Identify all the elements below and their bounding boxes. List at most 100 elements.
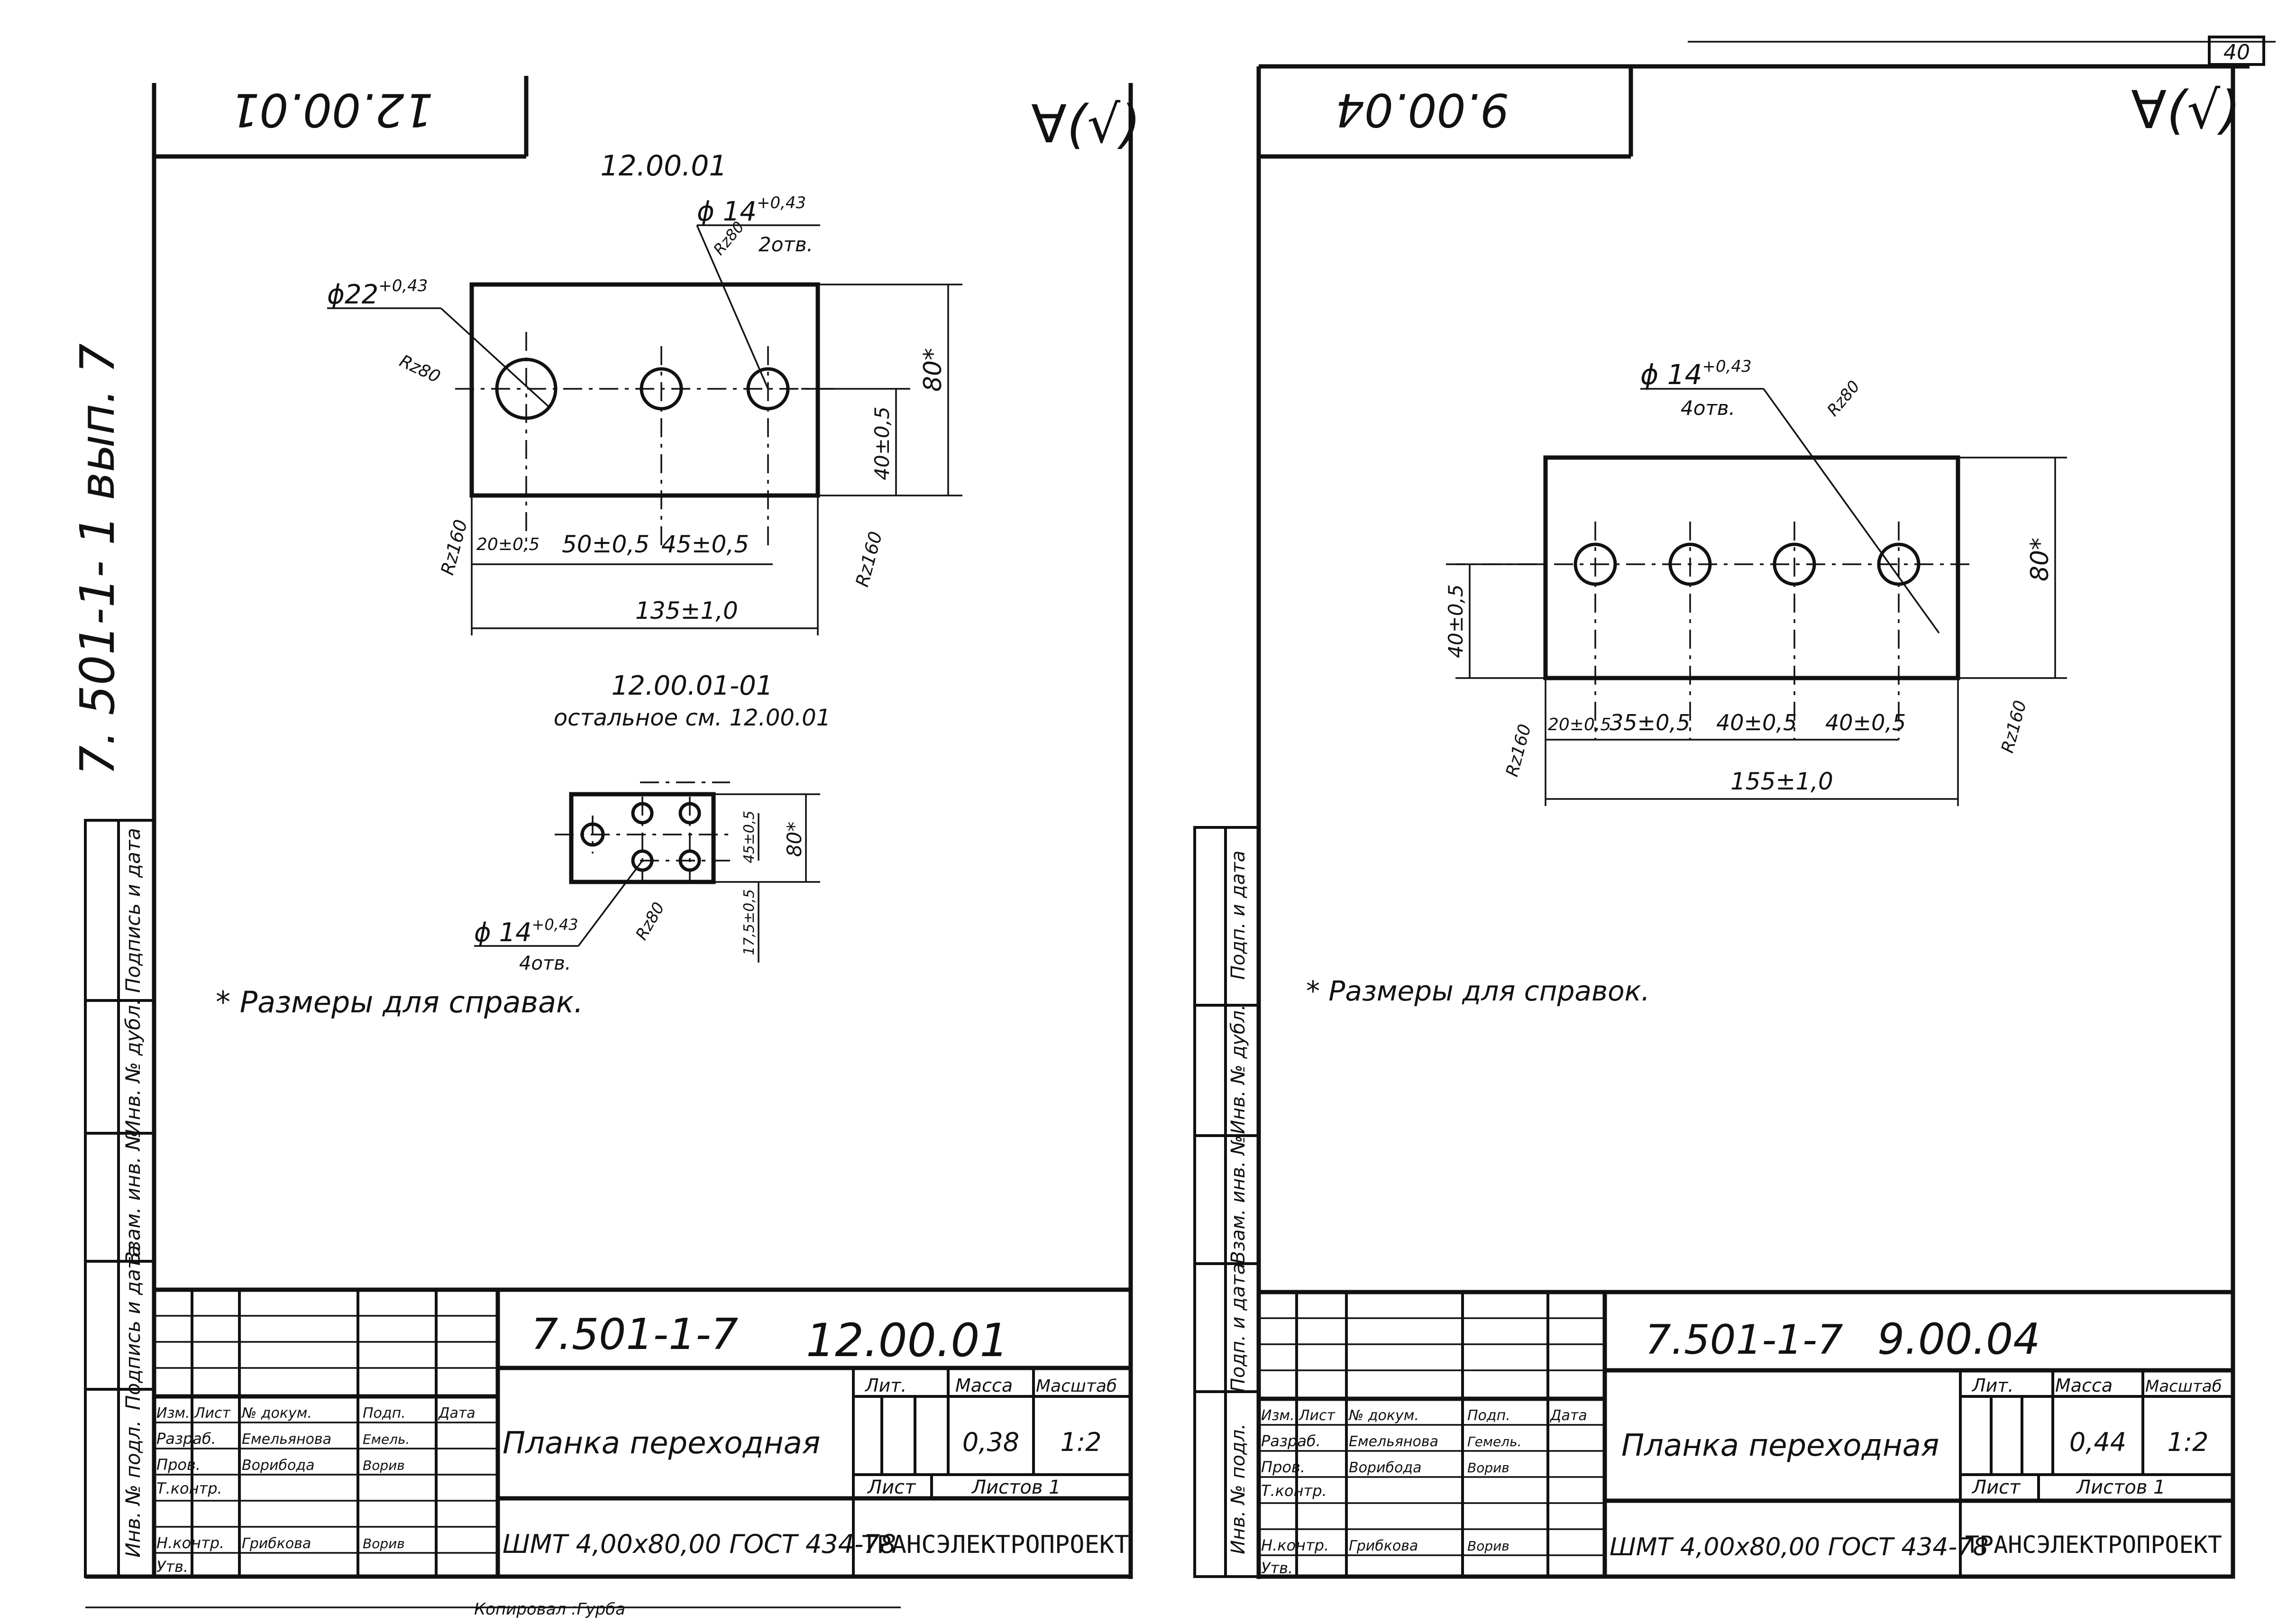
left-tb-col-sign: Подп. <box>363 1405 406 1422</box>
left-part-a-title: 12.00.01 <box>600 149 727 183</box>
page-number-box: 40 <box>1688 36 2276 66</box>
right-part: ϕ 14+0,43 4отв. Rz80 80* 40±0,5 20±0,5 3… <box>1444 357 2067 806</box>
left-part-b-hole-3 <box>631 849 654 872</box>
left-part-a-rz-right: Rz160 <box>851 529 886 589</box>
right-part-dim-x4: 40±0,5 <box>1825 710 1906 735</box>
right-tb-sign-4: Ворив <box>1467 1538 1509 1554</box>
right-tb-sign-1: Ворив <box>1467 1460 1509 1476</box>
right-part-plate <box>1543 455 1960 680</box>
right-part-hole-0 <box>1573 542 1617 586</box>
left-tb-designation: 7.501-1-7 <box>531 1310 738 1359</box>
left-part-a-small-count: 2отв. <box>759 233 813 256</box>
left-part-a: 12.00.01 ϕ22+0,43 Rz80 ϕ 14+0,43 2отв. R… <box>327 149 962 635</box>
left-tb-sheets-label: Листов 1 <box>971 1477 1061 1498</box>
left-tb-mass-label: Масса <box>955 1375 1013 1396</box>
left-title-block: Изм. Лист № докум. Подп. Дата Разраб. Пр… <box>152 1287 1133 1579</box>
right-tb-name-4: Грибкова <box>1349 1538 1418 1554</box>
left-tb-role-5: Утв. <box>156 1558 188 1576</box>
left-tb-sheet-label: Лист <box>867 1477 916 1498</box>
left-part-b-inner2: 17,5±0,5 <box>741 889 758 955</box>
left-part-b: 12.00.01-01 остальное см. 12.00.01 80* 4… <box>474 670 831 974</box>
left-tb-role-0: Разраб. <box>156 1430 216 1448</box>
left-tb-scale-label: Масштаб <box>1036 1376 1117 1396</box>
left-tb-material: ШМТ 4,00х80,00 ГОСТ 434-78 <box>503 1529 896 1559</box>
right-title-block: Изм. Лист № докум. Подп. Дата Разраб. Пр… <box>1256 1290 2235 1579</box>
left-side-stamp: Инв. № подл. Подпись и дата Взам. инв. №… <box>84 819 156 1578</box>
right-sheet: 9.00.04 ∀(√) Инв. № подл. Подп. и дата В… <box>1193 64 2250 1579</box>
left-side-label-2: Взам. инв. № <box>121 1129 145 1265</box>
right-tb-name-1: Ворибода <box>1349 1459 1421 1476</box>
left-tb-role-4: Н.контр. <box>156 1534 224 1552</box>
left-tb-sign-4: Ворив <box>363 1536 405 1551</box>
left-sheet: 12.00.01 ∀(√) 7. 501-1- 1 вып. 7 Инв. № … <box>70 76 1141 1619</box>
left-tb-name-1: Ворибода <box>242 1457 314 1474</box>
left-part-a-small-dia: ϕ 14+0,43 <box>697 193 806 227</box>
right-tb-sheets-label: Листов 1 <box>2076 1477 2166 1498</box>
right-part-hole-1 <box>1668 542 1712 586</box>
left-part-b-height: 80* <box>783 822 806 857</box>
left-tb-col-list: Лист <box>194 1405 231 1422</box>
left-part-b-subtitle: остальное см. 12.00.01 <box>554 705 831 731</box>
right-tb-col-list: Лист <box>1299 1407 1336 1424</box>
left-part-a-plate <box>469 282 820 498</box>
left-part-a-dim-x1: 20±0,5 <box>476 535 540 554</box>
left-side-label-3: Инв. № дубл. <box>121 999 145 1135</box>
left-tb-col-doc: № докум. <box>241 1405 312 1422</box>
right-part-dim-x1: 20±0,5 <box>1548 715 1611 734</box>
right-tb-col-date: Дата <box>1549 1407 1587 1424</box>
right-part-hole-height: 40±0,5 <box>1444 584 1467 658</box>
left-series-label: 7. 501-1- 1 вып. 7 <box>70 343 125 776</box>
right-tb-lit-label: Лит. <box>1971 1375 2014 1396</box>
left-tb-role-2: Т.контр. <box>156 1479 222 1497</box>
right-part-hole-3 <box>1877 542 1921 586</box>
page-number: 40 <box>2223 40 2250 64</box>
left-copied-by: Копировал :Гурба <box>474 1600 625 1619</box>
right-tb-col-izm: Изм. <box>1261 1407 1295 1424</box>
left-part-a-rz-left: Rz160 <box>437 517 471 577</box>
left-roughness-mark: ∀(√) <box>1031 94 1141 155</box>
right-tb-sheet-label: Лист <box>1971 1477 2021 1498</box>
left-tb-code: 12.00.01 <box>806 1314 1009 1367</box>
left-part-b-title: 12.00.01-01 <box>612 670 773 701</box>
left-part-a-height: 80* <box>919 348 947 392</box>
left-part-a-hole-large <box>495 358 558 420</box>
left-part-b-hole-2 <box>678 802 701 825</box>
left-part-b-hole-0 <box>580 822 605 847</box>
left-part-a-hole-2 <box>746 367 790 411</box>
left-side-label-1: Подпись и дата <box>121 1245 145 1410</box>
right-part-height: 80* <box>2026 538 2054 581</box>
left-tb-scale: 1:2 <box>1061 1427 1102 1457</box>
left-part-a-dim-x3: 45±0,5 <box>661 531 749 558</box>
left-tb-sign-0: Емель. <box>363 1431 410 1447</box>
right-side-stamp: Инв. № подл. Подп. и дата Взам. инв. № И… <box>1193 826 1260 1578</box>
left-part-b-inner1: 45±0,5 <box>741 810 758 863</box>
left-side-label-0: Инв. № подл. <box>121 1420 145 1558</box>
right-tb-role-5: Утв. <box>1261 1559 1293 1577</box>
left-part-b-hole-rz: Rz80 <box>632 899 668 943</box>
left-part-b-hole-count: 4отв. <box>519 953 571 974</box>
right-part-dim-x2: 35±0,5 <box>1610 710 1690 735</box>
left-part-b-hole-4 <box>678 849 701 872</box>
right-part-rz-right: Rz160 <box>1998 698 2031 755</box>
right-tb-sign-0: Гемель. <box>1467 1434 1521 1450</box>
right-part-dim-total: 155±1,0 <box>1730 768 1833 795</box>
right-tb-role-2: Т.контр. <box>1261 1482 1327 1500</box>
left-part-b-hole-1 <box>631 802 654 825</box>
right-tb-material: ШМТ 4,00х80,00 ГОСТ 434-78 <box>1610 1533 1988 1561</box>
right-tb-name-0: Емельянова <box>1349 1433 1438 1450</box>
right-roughness-mark: ∀(√) <box>2131 80 2241 140</box>
right-tb-scale-label: Масштаб <box>2145 1377 2222 1396</box>
left-part-a-large-dia: ϕ22+0,43 <box>327 276 428 310</box>
right-side-label-2: Взам. инв. № <box>1227 1135 1249 1264</box>
right-part-hole-rz: Rz80 <box>1823 377 1864 420</box>
right-part-rz-left: Rz160 <box>1502 722 1535 779</box>
left-tb-mass: 0,38 <box>962 1427 1019 1457</box>
left-tb-col-izm: Изм. <box>156 1405 190 1422</box>
left-tb-name: Планка переходная <box>503 1426 820 1461</box>
right-side-label-4: Подп. и дата <box>1227 851 1249 980</box>
left-note: * Размеры для справак. <box>216 985 583 1019</box>
left-corner-label: 12.00.01 <box>230 83 433 137</box>
right-tb-company: ТРАНСЭЛЕКТРОПРОЕКТ <box>1965 1531 2222 1559</box>
right-side-label-1: Подп. и дата <box>1227 1263 1249 1392</box>
right-part-hole-count: 4отв. <box>1681 396 1735 420</box>
